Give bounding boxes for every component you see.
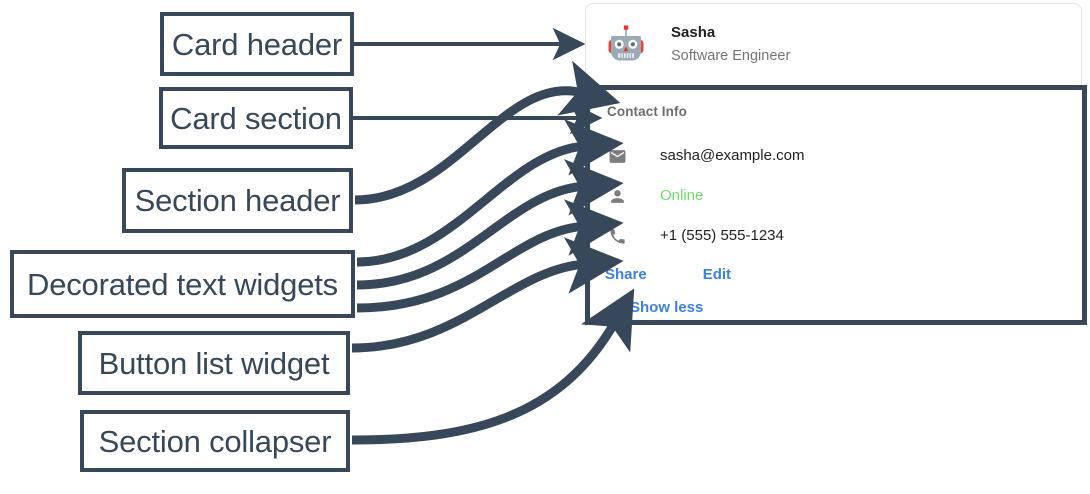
- annotation-label-section-collapser: Section collapser: [80, 410, 350, 472]
- phone-icon: [607, 226, 627, 246]
- arrow-button-list: [351, 237, 624, 353]
- annotation-label-text: Section collapser: [98, 423, 332, 459]
- arrow-decorated-phone: [356, 199, 624, 313]
- email-value: sasha@example.com: [660, 147, 805, 164]
- arrow-decorated-email: [356, 119, 624, 267]
- person-icon: [607, 186, 627, 206]
- edit-button[interactable]: Edit: [702, 266, 732, 283]
- email-icon: [607, 146, 627, 166]
- card-header-title: Sasha: [671, 24, 716, 41]
- annotation-label-card-header: Card header: [160, 12, 354, 76]
- arrow-section-header: [354, 60, 621, 205]
- annotation-label-text: Card header: [171, 26, 343, 62]
- robot-avatar-icon: [608, 25, 644, 61]
- annotation-label-text: Card section: [170, 100, 342, 136]
- arrow-section-collapser: [351, 288, 635, 445]
- section-collapser-button[interactable]: Show less: [630, 299, 704, 316]
- annotation-label-text: Section header: [134, 183, 341, 218]
- card-section: Contact Info sasha@example.com Online: [585, 85, 1087, 325]
- phone-value: +1 (555) 555-1234: [660, 227, 784, 244]
- card-header: Sasha Software Engineer: [586, 4, 1081, 86]
- share-button[interactable]: Share: [605, 266, 647, 283]
- annotation-label-card-section: Card section: [159, 87, 353, 149]
- card-section-content: Contact Info sasha@example.com Online: [590, 90, 1082, 320]
- annotation-label-text: Decorated text widgets: [27, 266, 338, 302]
- section-header: Contact Info: [607, 104, 687, 119]
- annotation-label-button-list-widget: Button list widget: [78, 331, 350, 395]
- decorated-text-widget-phone: +1 (555) 555-1234: [607, 216, 1082, 256]
- annotation-label-section-header: Section header: [122, 168, 353, 233]
- card-header-subtitle: Software Engineer: [671, 48, 791, 64]
- annotation-label-text: Button list widget: [98, 345, 330, 381]
- status-value: Online: [660, 187, 704, 204]
- button-list-widget: Share Edit: [605, 258, 1082, 292]
- decorated-text-widget-status: Online: [607, 176, 1082, 216]
- arrow-decorated-online: [356, 159, 624, 290]
- card-header-text: Sasha Software Engineer: [671, 23, 790, 67]
- annotation-label-decorated-text-widgets: Decorated text widgets: [10, 250, 355, 318]
- decorated-text-widget-email: sasha@example.com: [607, 136, 1082, 176]
